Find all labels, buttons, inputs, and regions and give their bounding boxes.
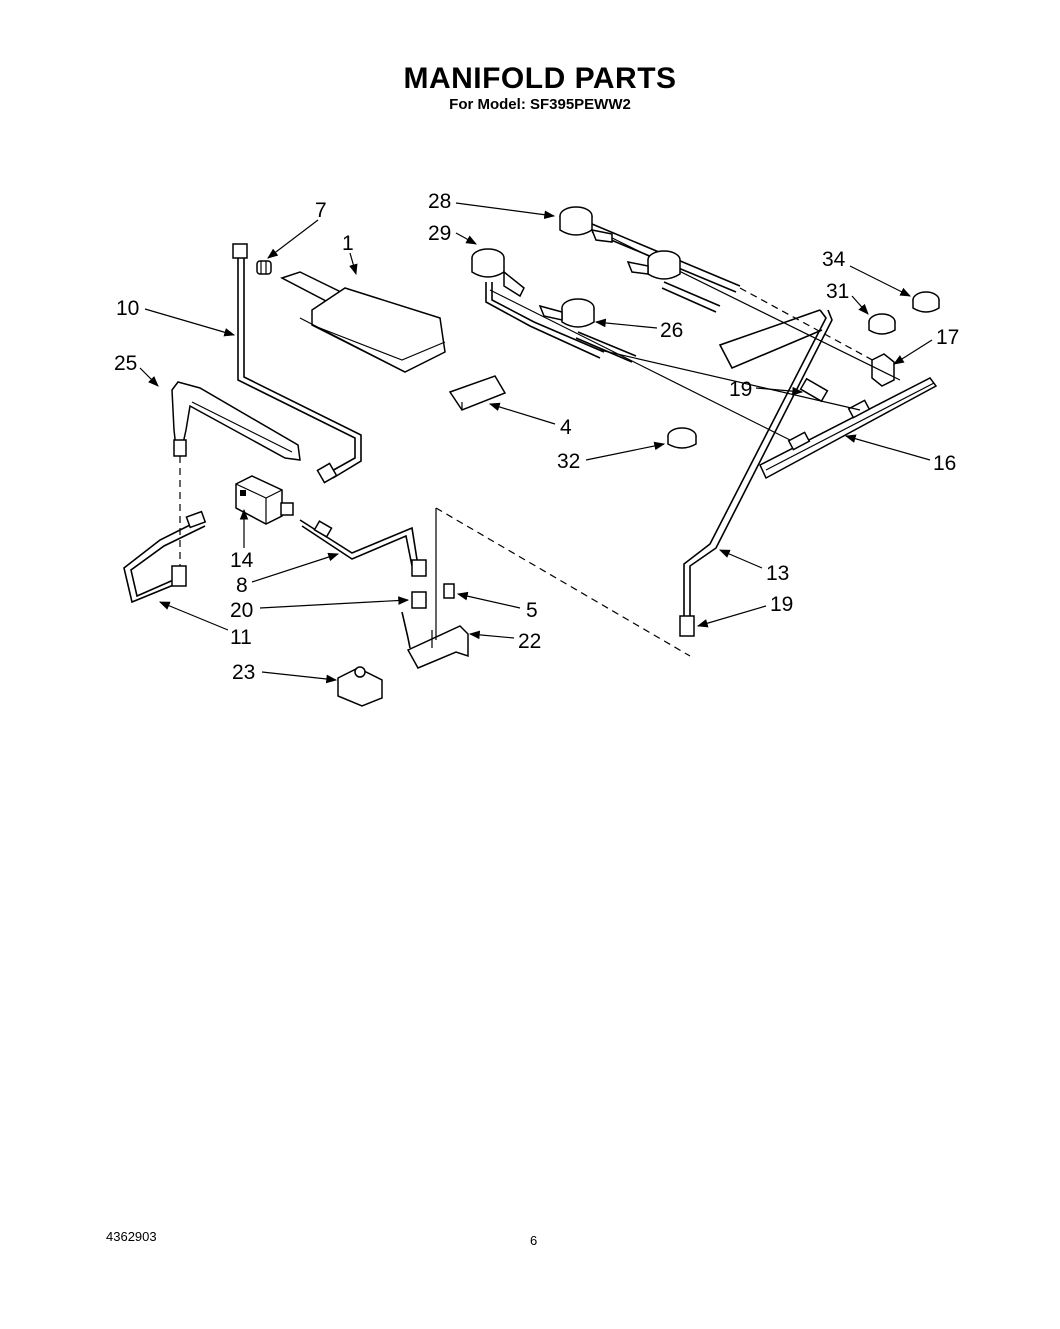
- callout-19-upper: 19: [729, 378, 804, 401]
- part-29-burner: [471, 248, 605, 359]
- part-10-tube: [232, 243, 362, 484]
- svg-text:32: 32: [557, 450, 580, 473]
- part-32-cap: [667, 427, 697, 449]
- dashed-guide-28: [739, 287, 877, 363]
- page-title: MANIFOLD PARTS: [403, 62, 677, 95]
- part-7-orifice: [256, 260, 272, 275]
- callout-13: 13: [719, 549, 789, 585]
- svg-text:22: 22: [518, 630, 541, 653]
- svg-text:5: 5: [526, 599, 538, 622]
- svg-text:23: 23: [232, 661, 255, 684]
- svg-text:28: 28: [428, 190, 451, 213]
- part-28-burner: [559, 206, 741, 293]
- part-34-cap: [912, 291, 940, 313]
- callout-5: 5: [456, 591, 538, 622]
- document-number: 4362903: [106, 1229, 157, 1244]
- svg-text:20: 20: [230, 599, 253, 622]
- part-20-fitting: [401, 591, 427, 649]
- part-22-manifold-bracket: [406, 625, 469, 669]
- svg-text:13: 13: [766, 562, 789, 585]
- part-23-valve: [337, 666, 383, 707]
- callout-29: 29: [428, 222, 477, 245]
- callout-7: 7: [267, 199, 327, 259]
- model-subtitle: For Model: SF395PEWW2: [449, 96, 631, 113]
- callout-25: 25: [114, 352, 159, 387]
- callout-4: 4: [488, 402, 572, 439]
- callout-11: 11: [159, 601, 252, 649]
- callout-10: 10: [116, 297, 236, 337]
- callout-31: 31: [826, 280, 869, 315]
- callout-32: 32: [557, 441, 666, 473]
- svg-text:29: 29: [428, 222, 451, 245]
- part-13-tube: [679, 309, 833, 637]
- svg-text:10: 10: [116, 297, 139, 320]
- svg-text:1: 1: [342, 232, 354, 255]
- svg-text:17: 17: [936, 326, 959, 349]
- svg-text:8: 8: [236, 574, 248, 597]
- burner-unlabeled: [626, 250, 721, 313]
- svg-text:14: 14: [230, 549, 254, 572]
- part-11-tube: [123, 510, 207, 604]
- part-8-tube: [299, 519, 427, 577]
- part-17-valve: [871, 353, 895, 387]
- callout-22: 22: [468, 630, 541, 653]
- callout-16: 16: [844, 434, 956, 475]
- callout-28: 28: [428, 190, 556, 220]
- callout-26: 26: [594, 318, 683, 342]
- callout-17: 17: [893, 326, 959, 365]
- svg-text:26: 26: [660, 319, 683, 342]
- guide-26-rail: [599, 349, 861, 411]
- part-25-bake-burner: [171, 381, 301, 461]
- svg-text:19: 19: [770, 593, 793, 616]
- svg-text:31: 31: [826, 280, 849, 303]
- part-16-manifold-rail: [759, 377, 938, 480]
- callout-14: 14: [230, 508, 254, 572]
- svg-text:11: 11: [230, 626, 252, 649]
- part-26-burner: [538, 298, 637, 363]
- svg-text:16: 16: [933, 452, 956, 475]
- page-number: 6: [530, 1233, 538, 1248]
- callout-1: 1: [342, 232, 358, 276]
- svg-text:7: 7: [315, 199, 327, 222]
- part-19-fitting-upper: [799, 377, 829, 403]
- callout-19-lower: 19: [696, 593, 793, 628]
- callout-34: 34: [822, 248, 911, 297]
- guide-29-rail: [489, 289, 791, 441]
- svg-text:34: 34: [822, 248, 846, 271]
- callout-8: 8: [236, 552, 340, 597]
- part-4-bracket: [448, 375, 507, 411]
- part-5-orifice: [443, 583, 455, 599]
- svg-text:19: 19: [729, 378, 752, 401]
- callout-23: 23: [232, 661, 338, 684]
- part-1-broil-burner: [280, 271, 446, 373]
- svg-text:25: 25: [114, 352, 137, 375]
- part-31-cap: [868, 313, 896, 335]
- callout-20: 20: [230, 596, 410, 622]
- dashed-guide-long: [435, 507, 691, 657]
- svg-text:4: 4: [560, 416, 572, 439]
